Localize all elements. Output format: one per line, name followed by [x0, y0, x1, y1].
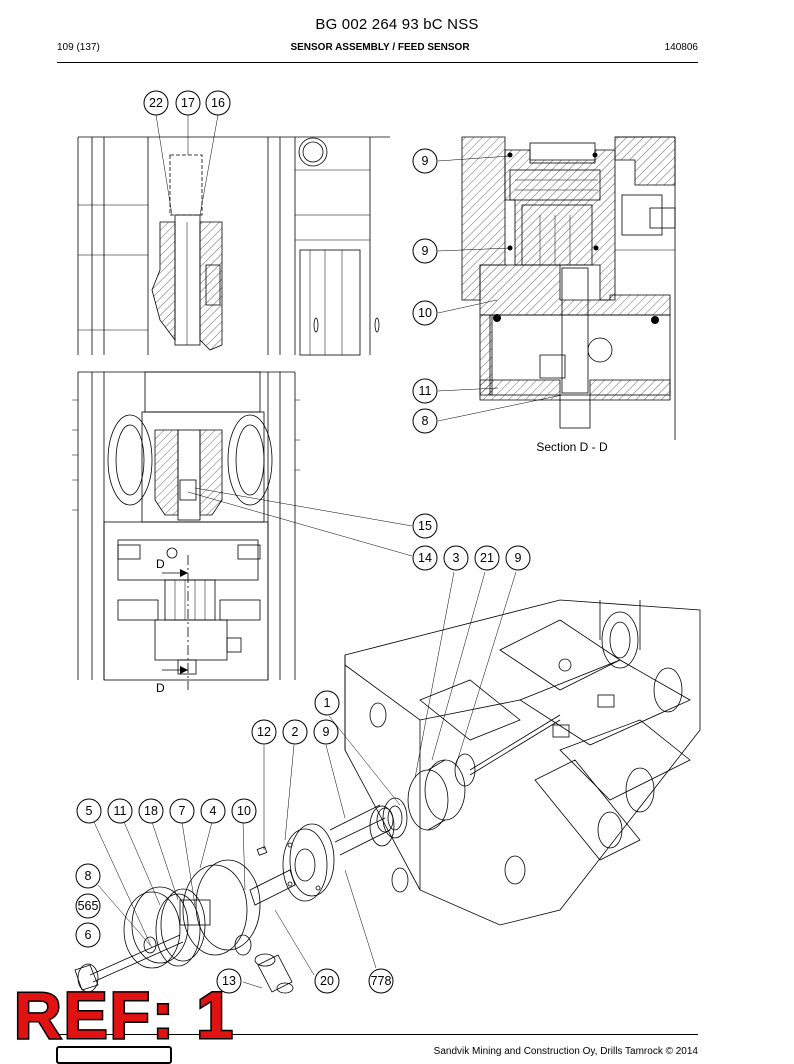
section-label: Section D - D	[536, 440, 608, 454]
ref-stamp: REF: 1	[12, 978, 236, 1052]
exploded-isometric-view	[74, 599, 701, 994]
document-title: BG 002 264 93 bC NSS	[315, 16, 479, 33]
svg-text:14: 14	[418, 551, 432, 565]
callout-14: 14	[412, 545, 438, 571]
leader-lines	[93, 114, 563, 989]
header-rule	[57, 62, 698, 63]
callout-13: 13	[216, 968, 242, 994]
callout-9-top: 9	[412, 148, 438, 174]
callout-22: 22	[143, 90, 169, 116]
svg-text:13: 13	[222, 974, 236, 988]
svg-text:8: 8	[85, 869, 92, 883]
callout-11-lower: 11	[107, 798, 133, 824]
callout-9-lower: 9	[313, 719, 339, 745]
svg-text:3: 3	[453, 551, 460, 565]
svg-text:9: 9	[323, 725, 330, 739]
svg-text:21: 21	[480, 551, 494, 565]
middle-left-view	[72, 371, 300, 690]
callout-2: 2	[282, 719, 308, 745]
callout-16: 16	[205, 90, 231, 116]
footer-copyright: Sandvik Mining and Construction Oy, Dril…	[433, 1046, 698, 1057]
svg-text:778: 778	[371, 974, 392, 988]
section-title: SENSOR ASSEMBLY / FEED SENSOR	[290, 42, 470, 53]
callout-8-lower: 8	[75, 863, 101, 889]
svg-text:7: 7	[179, 804, 186, 818]
callout-565: 565	[75, 893, 101, 919]
svg-text:10: 10	[237, 804, 251, 818]
svg-text:9: 9	[515, 551, 522, 565]
svg-text:11: 11	[419, 384, 432, 398]
svg-text:20: 20	[320, 974, 334, 988]
svg-text:2: 2	[292, 725, 299, 739]
callout-12: 12	[251, 719, 277, 745]
svg-text:18: 18	[144, 804, 158, 818]
svg-text:9: 9	[422, 244, 429, 258]
callout-10-section: 10	[412, 300, 438, 326]
callout-778: 778	[368, 968, 394, 994]
svg-text:22: 22	[149, 96, 163, 110]
svg-text:6: 6	[85, 928, 92, 942]
upper-left-view	[77, 136, 390, 356]
callout-1: 1	[314, 690, 340, 716]
callout-10-lower: 10	[231, 798, 257, 824]
callout-4: 4	[200, 798, 226, 824]
svg-text:565: 565	[78, 899, 99, 913]
callout-15: 15	[412, 513, 438, 539]
callout-7: 7	[169, 798, 195, 824]
footer-rule	[57, 1034, 698, 1035]
callout-18: 18	[138, 798, 164, 824]
callout-6: 6	[75, 922, 101, 948]
svg-text:12: 12	[257, 725, 271, 739]
section-d-d-view	[461, 136, 676, 440]
callout-11-section: 11	[412, 378, 438, 404]
callouts: 22 17 16 9 9 10 11 8 15 14 3 21 9 1 12 2…	[75, 90, 531, 994]
svg-text:11: 11	[114, 804, 127, 818]
section-marker-top: D	[156, 557, 165, 571]
svg-text:10: 10	[418, 306, 432, 320]
svg-text:1: 1	[324, 696, 331, 710]
section-marker-bottom: D	[156, 681, 165, 695]
callout-17: 17	[175, 90, 201, 116]
callout-21: 21	[474, 545, 500, 571]
callout-20: 20	[314, 968, 340, 994]
callout-3: 3	[443, 545, 469, 571]
callout-8-section: 8	[412, 408, 438, 434]
svg-text:8: 8	[422, 414, 429, 428]
svg-text:4: 4	[210, 804, 217, 818]
svg-text:16: 16	[211, 96, 225, 110]
callout-9-mid: 9	[412, 238, 438, 264]
page-number: 109 (137)	[57, 42, 100, 53]
svg-text:5: 5	[86, 804, 93, 818]
date-code: 140806	[664, 42, 698, 53]
svg-text:15: 15	[418, 519, 432, 533]
svg-text:17: 17	[181, 96, 195, 110]
svg-text:9: 9	[422, 154, 429, 168]
callout-5: 5	[76, 798, 102, 824]
callout-9-right: 9	[505, 545, 531, 571]
